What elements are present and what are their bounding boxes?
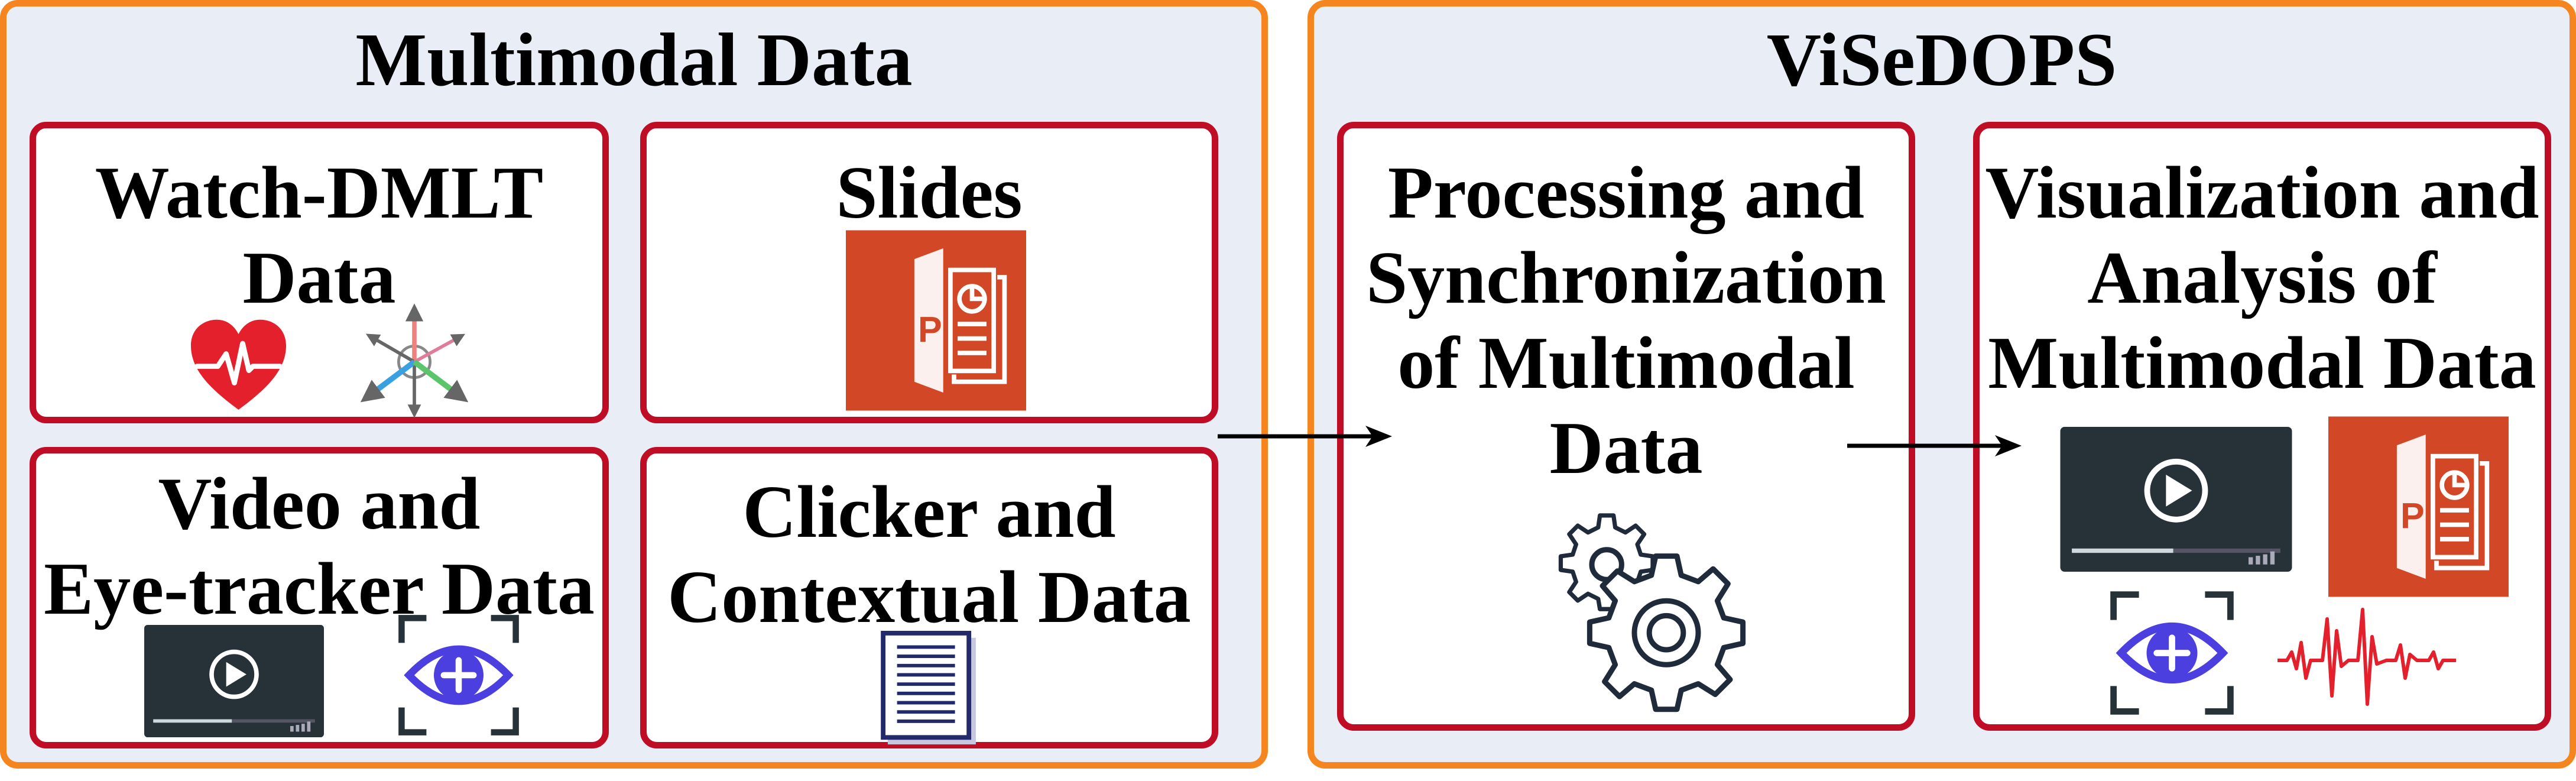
powerpoint-icon: P bbox=[846, 230, 1026, 411]
eye-tracker-icon bbox=[398, 615, 519, 735]
video-player-icon bbox=[2060, 427, 2292, 572]
panel-title: Multimodal Data bbox=[355, 18, 913, 102]
video-eyetracker-card: Video and Eye-tracker Data bbox=[30, 447, 609, 748]
motion-axes-icon bbox=[360, 303, 469, 418]
slides-card: Slides P bbox=[640, 122, 1218, 423]
card-title: Video and Eye-tracker Data bbox=[44, 463, 595, 630]
svg-text:P: P bbox=[918, 310, 942, 350]
visualization-analysis-card: Visualization and Analysis of Multimodal… bbox=[1973, 122, 2551, 731]
panel-title: ViSeDOPS bbox=[1766, 18, 2117, 102]
flow-arrow-left-to-processing bbox=[1218, 426, 1392, 447]
clicker-contextual-card: Clicker and Contextual Data bbox=[640, 447, 1218, 748]
card-title: Clicker and Contextual Data bbox=[667, 471, 1191, 639]
card-title: Watch-DMLT Data bbox=[95, 152, 544, 319]
eye-tracker-icon bbox=[2110, 591, 2234, 715]
card-title: Processing and Synchronization of Multim… bbox=[1366, 152, 1886, 490]
powerpoint-icon: P bbox=[2328, 416, 2509, 597]
heart-pulse-icon bbox=[191, 319, 286, 410]
svg-text:P: P bbox=[2400, 496, 2425, 536]
document-icon bbox=[881, 631, 976, 745]
video-player-icon bbox=[144, 625, 324, 737]
flow-arrow-processing-to-visualization bbox=[1847, 435, 2022, 456]
watch-dmlt-card: Watch-DMLT Data bbox=[30, 122, 609, 423]
pulse-line-icon bbox=[2277, 608, 2456, 706]
card-title: Slides bbox=[836, 152, 1023, 234]
processing-synchronization-card: Processing and Synchronization of Multim… bbox=[1337, 122, 1915, 731]
gears-icon bbox=[1558, 513, 1746, 712]
card-title: Visualization and Analysis of Multimodal… bbox=[1985, 152, 2539, 404]
